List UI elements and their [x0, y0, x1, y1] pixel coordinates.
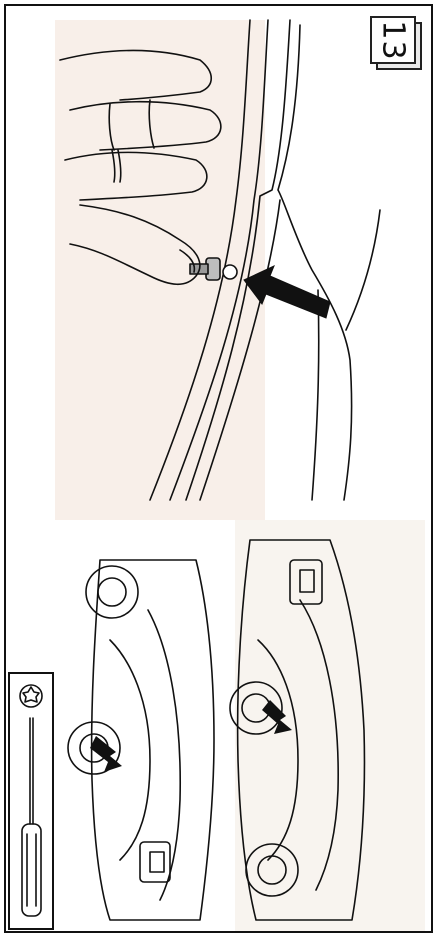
vehicle-left [68, 560, 214, 920]
vehicle-right-wheel-rear-hub [258, 856, 286, 884]
vehicle-left-wheel-front [86, 566, 138, 618]
vehicle-right-plate [300, 570, 314, 592]
vehicle-right-wheel-rear [246, 844, 298, 896]
torx-screwdriver-icon [10, 674, 52, 928]
vehicle-right-window [258, 640, 298, 860]
vehicle-left-body [92, 560, 214, 920]
vehicle-left-window [110, 640, 150, 860]
vehicle-right-body [238, 540, 365, 920]
vehicle-right-grille [290, 560, 322, 604]
vehicle-left-grille [140, 842, 170, 882]
vehicle-right-roof [300, 600, 338, 890]
vehicle-right [230, 540, 365, 920]
vehicle-left-wheel-front-hub [98, 578, 126, 606]
tool-box [8, 672, 54, 930]
vehicle-left-plate [150, 852, 164, 872]
